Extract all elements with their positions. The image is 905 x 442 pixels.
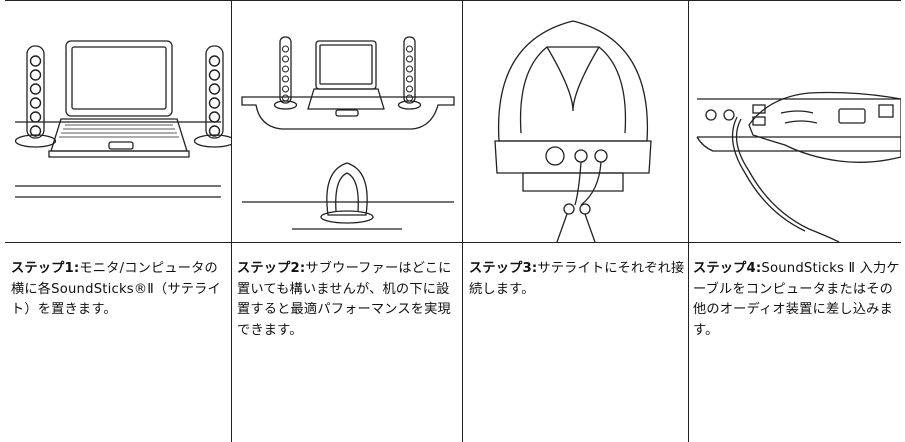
column-divider-3 — [688, 0, 689, 442]
step4-caption: ステップ4:SoundSticks Ⅱ 入力ケーブルをコンピュータまたはその他の… — [693, 259, 900, 341]
step1-illustration — [5, 1, 231, 242]
step3-caption: ステップ3:サテライトにそれぞれ接続します。 — [469, 259, 685, 300]
step4-label: ステップ4: — [693, 261, 762, 276]
instruction-grid: ステップ1:モニタ/コンピュータの横に各SoundSticks®Ⅱ（サテライト）… — [5, 0, 901, 442]
step3-illustration — [463, 1, 688, 242]
column-divider-1 — [231, 0, 232, 442]
step2-label: ステップ2: — [237, 261, 306, 276]
step4-illustration — [689, 1, 901, 242]
step1-text: モニタ/コンピュータの横に各SoundSticks®Ⅱ（サテライト）を置きます。 — [11, 261, 221, 317]
step2-text: サブウーファーはどこに置いても構いませんが、机の下に設置すると最適パフォーマンス… — [237, 261, 452, 338]
step3-text: サテライトにそれぞれ接続します。 — [469, 261, 685, 297]
step1-caption: ステップ1:モニタ/コンピュータの横に各SoundSticks®Ⅱ（サテライト）… — [11, 259, 229, 321]
step3-label: ステップ3: — [469, 261, 538, 276]
step1-label: ステップ1: — [11, 261, 80, 276]
column-divider-2 — [462, 0, 463, 442]
top-border — [5, 0, 901, 1]
step2-caption: ステップ2:サブウーファーはどこに置いても構いませんが、机の下に設置すると最適パ… — [237, 259, 459, 341]
middle-divider — [5, 242, 901, 243]
step2-illustration — [232, 1, 462, 242]
step4-text: SoundSticks Ⅱ 入力ケーブルをコンピュータまたはその他のオーディオ装… — [693, 261, 900, 338]
